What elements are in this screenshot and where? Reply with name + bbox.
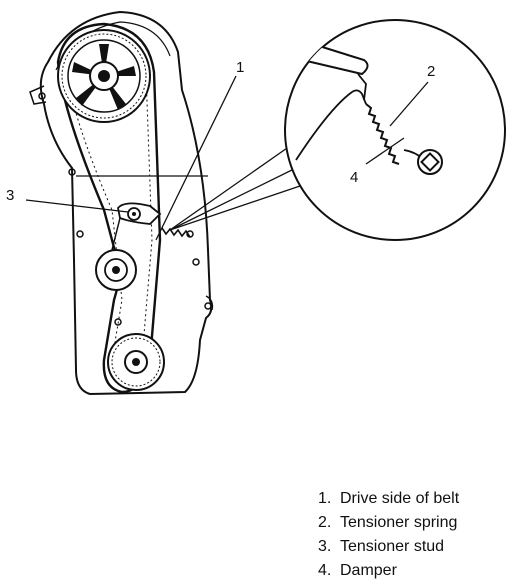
callout-2: 2 <box>427 63 435 80</box>
zoom-detail-circle <box>284 19 506 241</box>
legend-item-tensioner-spring: 2. Tensioner spring <box>318 511 508 535</box>
legend-number: 4. <box>318 562 332 579</box>
parts-legend: 1.Drive side of belt 2.Tensioner spring … <box>318 487 508 583</box>
callout-4: 4 <box>350 169 358 186</box>
cover-bolt-holes <box>38 92 212 326</box>
callout-3: 3 <box>6 187 14 204</box>
camshaft-sprocket <box>57 29 151 123</box>
tensioner-spring-small <box>161 227 191 238</box>
legend-item-drive-side-of-belt: 1. Drive side of belt <box>318 487 508 511</box>
legend-label: Tensioner stud <box>340 538 445 555</box>
legend-label: Tensioner spring <box>340 514 458 531</box>
legend-item-tensioner-stud: 3. Tensioner stud <box>318 535 508 559</box>
legend-label: Drive side of belt <box>340 490 460 507</box>
legend-number: 1. <box>318 490 332 507</box>
callout-1: 1 <box>236 59 244 76</box>
crankshaft-sprocket <box>107 333 165 391</box>
legend-number: 3. <box>318 538 332 555</box>
zoom-connector-lines <box>169 145 301 231</box>
tensioner-assembly <box>95 202 162 291</box>
timing-belt <box>56 22 162 394</box>
callout-leaders <box>25 75 429 241</box>
legend-label: Damper <box>340 562 397 579</box>
legend-item-damper: 4. Damper <box>318 559 508 583</box>
legend-number: 2. <box>318 514 332 531</box>
